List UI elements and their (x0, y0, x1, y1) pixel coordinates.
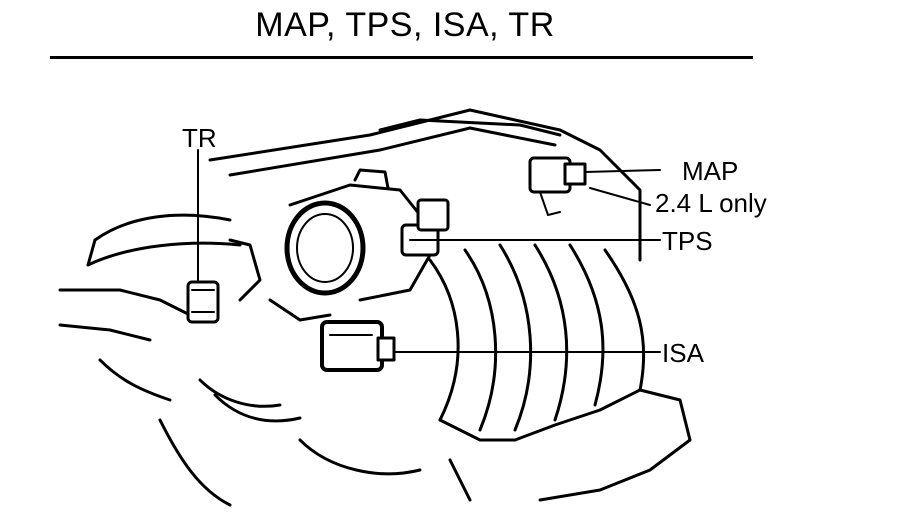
tps-label: TPS (662, 226, 713, 256)
tr-sensor (186, 280, 220, 324)
isa-actuator (320, 320, 396, 372)
title-underline (50, 56, 753, 59)
tps-sensor (400, 198, 450, 257)
map-leader-line (584, 169, 661, 173)
diagram-title: MAP, TPS, ISA, TR (255, 6, 555, 44)
map-sensor (528, 156, 587, 216)
map-label: MAP (682, 156, 739, 186)
isa-label: ISA (662, 338, 704, 368)
map-note-label: 2.4 L only (655, 188, 767, 218)
tr-label: TR (182, 123, 217, 153)
throttle-body-opening (284, 200, 366, 296)
map-note-leader-line (589, 187, 651, 206)
